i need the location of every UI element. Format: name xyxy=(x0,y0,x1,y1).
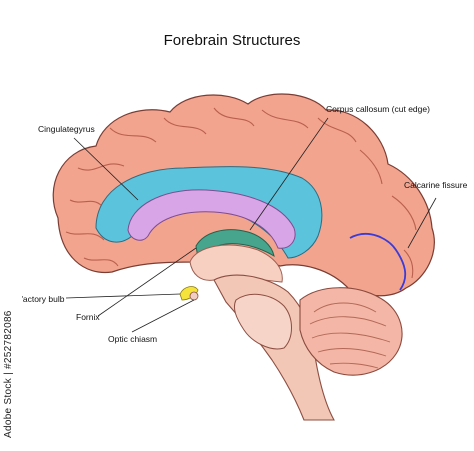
optic-chiasm-shape xyxy=(189,291,199,301)
label-cingulate-gyrus: Cingulategyrus xyxy=(38,124,95,134)
pons xyxy=(233,293,292,350)
cerebellum-folia xyxy=(309,302,391,369)
olfactory-bulb xyxy=(179,286,199,301)
diagram-title: Forebrain Structures xyxy=(164,32,301,49)
label-optic-chiasm: Optic chiasm xyxy=(108,334,157,344)
left-stock-bar: Adobe Stock | #252782086 xyxy=(0,0,22,451)
label-calcarine-fissure: Calcarine fissure xyxy=(404,180,468,190)
label-corpus-callosum: Corpus callosum (cut edge) xyxy=(326,104,430,114)
leader-lines xyxy=(65,117,437,333)
stock-id-text: Adobe Stock | #252782086 xyxy=(3,310,14,438)
label-olfactory-bulb: Olfactory bulb xyxy=(12,294,65,304)
gyri-lines xyxy=(65,107,417,279)
calcarine-fissure xyxy=(349,233,407,291)
thalamus xyxy=(189,244,283,283)
corpus-callosum xyxy=(127,189,296,249)
label-fornix: Fornix xyxy=(76,312,100,322)
